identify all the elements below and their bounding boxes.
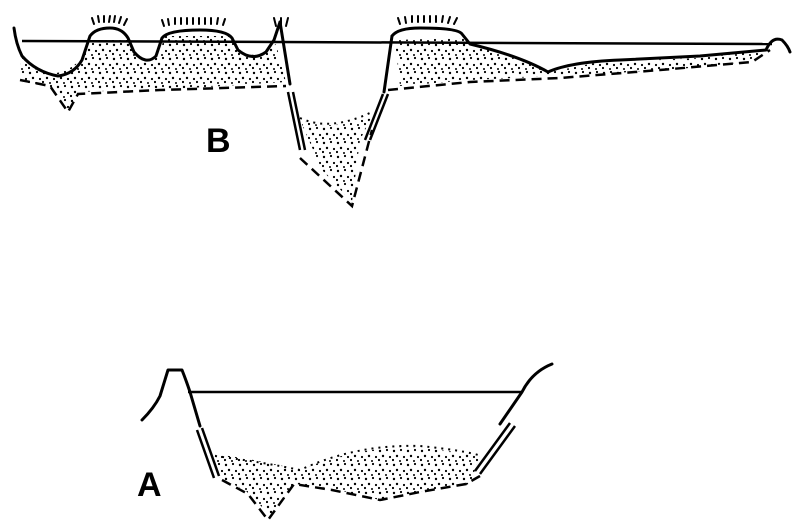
panel-b-label: B xyxy=(206,124,231,158)
panel-a-label: A xyxy=(137,468,162,502)
panel-a-scarp-right xyxy=(475,423,515,474)
panel-a-bank-outline-left xyxy=(142,370,200,426)
panel-b-sediment-left xyxy=(18,36,286,110)
panel-a-sediment xyxy=(215,448,480,515)
panel-b-sediment-valley xyxy=(300,116,372,202)
panel-b-vegetation-marks xyxy=(92,16,457,26)
panel-a xyxy=(142,364,552,520)
panel-a-bank-outline-right xyxy=(500,364,552,424)
panel-a-scarp-left xyxy=(197,428,219,478)
panel-b xyxy=(14,16,790,206)
panel-b-valley-outline xyxy=(280,22,392,92)
panel-b-scarp-right xyxy=(365,94,388,140)
